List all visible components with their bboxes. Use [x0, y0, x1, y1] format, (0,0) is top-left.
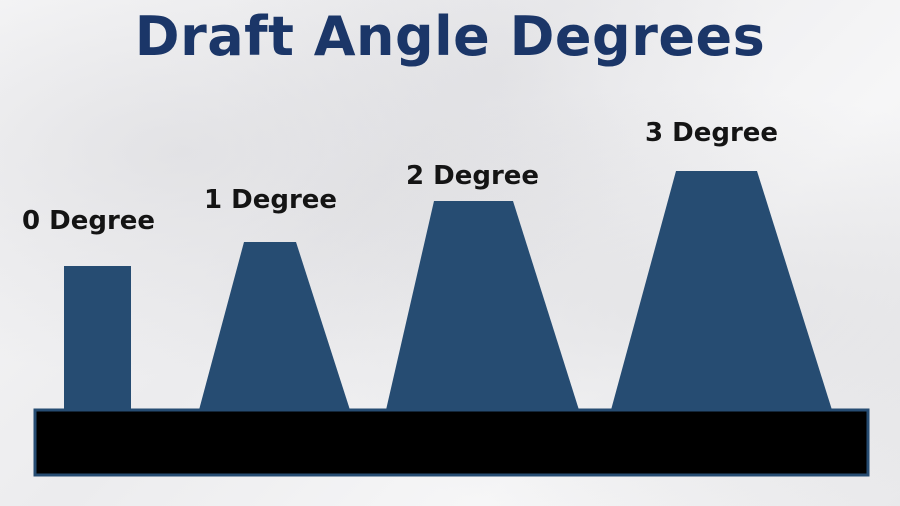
label-0-degree: 0 Degree [22, 206, 156, 236]
label-2-degree: 2 Degree [406, 161, 540, 191]
page-title: Draft Angle Degrees [134, 5, 766, 68]
shape-3-degree [611, 171, 832, 410]
shape-0-degree [64, 266, 131, 410]
label-1-degree: 1 Degree [204, 185, 338, 215]
base-plate [33, 408, 870, 477]
shape-1-degree [199, 242, 350, 410]
label-3-degree: 3 Degree [645, 118, 779, 148]
shape-2-degree [386, 201, 579, 410]
